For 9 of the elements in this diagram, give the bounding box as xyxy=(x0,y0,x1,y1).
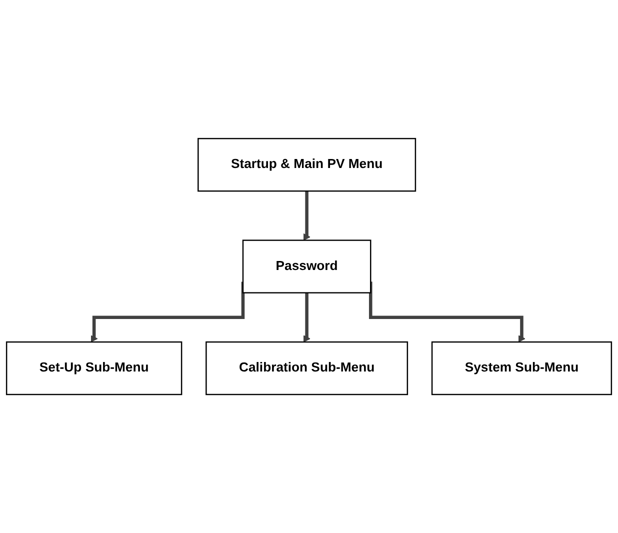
node-box: Password xyxy=(242,240,372,294)
node-box: System Sub-Menu xyxy=(431,341,612,396)
node-box: Set-Up Sub-Menu xyxy=(6,341,182,396)
arrow xyxy=(368,282,526,342)
arrow xyxy=(303,292,310,342)
node-box: Calibration Sub-Menu xyxy=(206,341,408,396)
node-box: Startup & Main PV Menu xyxy=(198,138,416,192)
arrow xyxy=(303,191,310,241)
arrow xyxy=(90,282,245,342)
